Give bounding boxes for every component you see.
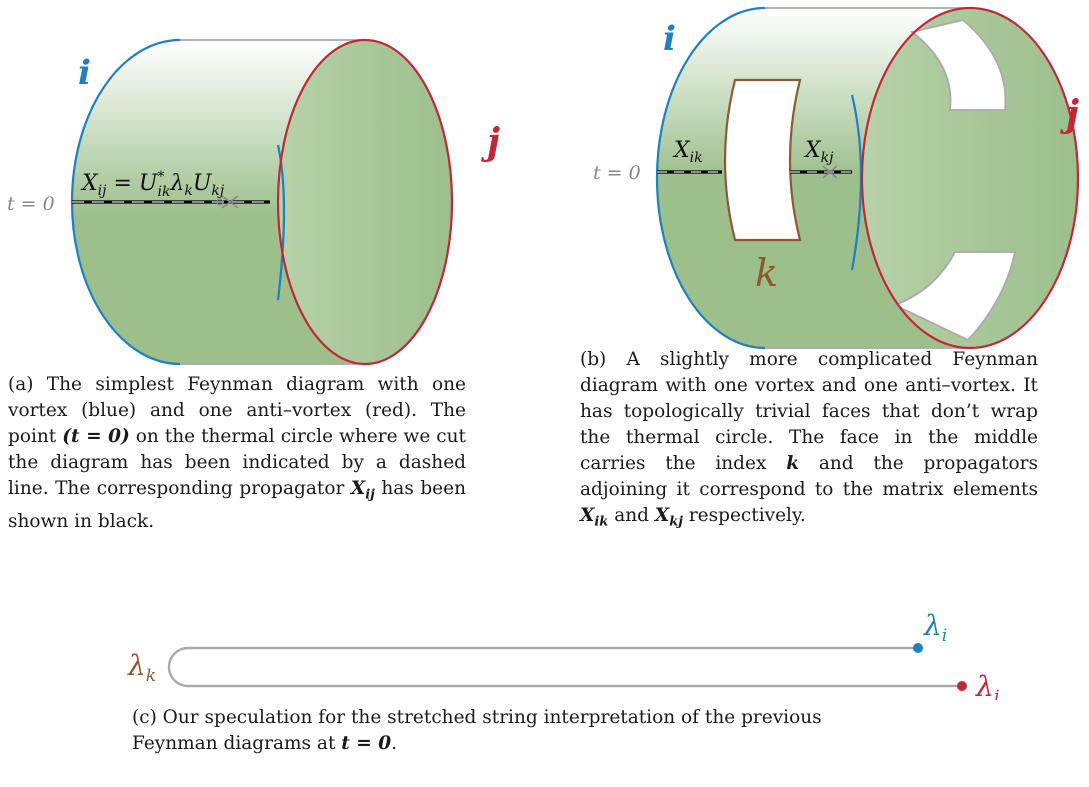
antivortex-a-loop <box>276 38 454 366</box>
propagator-b-x-ik: Xik <box>672 138 703 166</box>
diagram-a: i j t = 0 Xij = U*ikλkUkj <box>7 38 500 366</box>
label-b-i: i <box>663 19 676 59</box>
label-lambda-j: λj <box>975 670 1000 700</box>
caption-c: (c) Our speculation for the stretched st… <box>132 707 822 754</box>
endpoint-lambda-i <box>913 643 923 653</box>
face-b-middle-k <box>723 78 802 242</box>
diagram-c: λk λi λj <box>127 609 1000 700</box>
scissors-b-icon <box>822 165 838 179</box>
stretched-string <box>167 646 962 688</box>
label-lambda-i: λi <box>923 609 947 646</box>
cylinder-b-inner-surface <box>862 8 1078 348</box>
hole-b-bottom <box>892 251 1017 342</box>
label-a-t: t = 0 <box>7 193 55 215</box>
label-a-i: i <box>78 53 91 93</box>
caption-a: (a) The simplest Feynman diagram with on… <box>8 374 466 532</box>
figure-canvas: i j t = 0 Xij = U*ikλkUkj i j k t = 0 Xi… <box>7 6 1080 700</box>
cylinder-a-inner-surface <box>278 40 452 364</box>
scissors-a-icon <box>221 195 239 209</box>
label-lambda-k: λk <box>127 649 156 686</box>
scissors-a-ring <box>216 198 224 206</box>
caption-b: (b) A slightly more complicated Feynman … <box>580 349 1038 530</box>
label-b-k: k <box>755 251 778 295</box>
propagator-b-x-kj: Xkj <box>803 138 834 166</box>
antivortex-b-loop <box>860 6 1080 350</box>
hole-b-top <box>909 19 1007 111</box>
endpoint-lambda-j <box>957 681 967 691</box>
vortex-b-front-line <box>655 6 766 350</box>
diagram-b: i j k t = 0 Xik Xkj <box>593 6 1080 350</box>
label-b-t: t = 0 <box>593 162 641 184</box>
label-a-j: j <box>481 121 500 163</box>
propagator-a-formula: Xij = U*ikλkUkj <box>80 169 225 200</box>
